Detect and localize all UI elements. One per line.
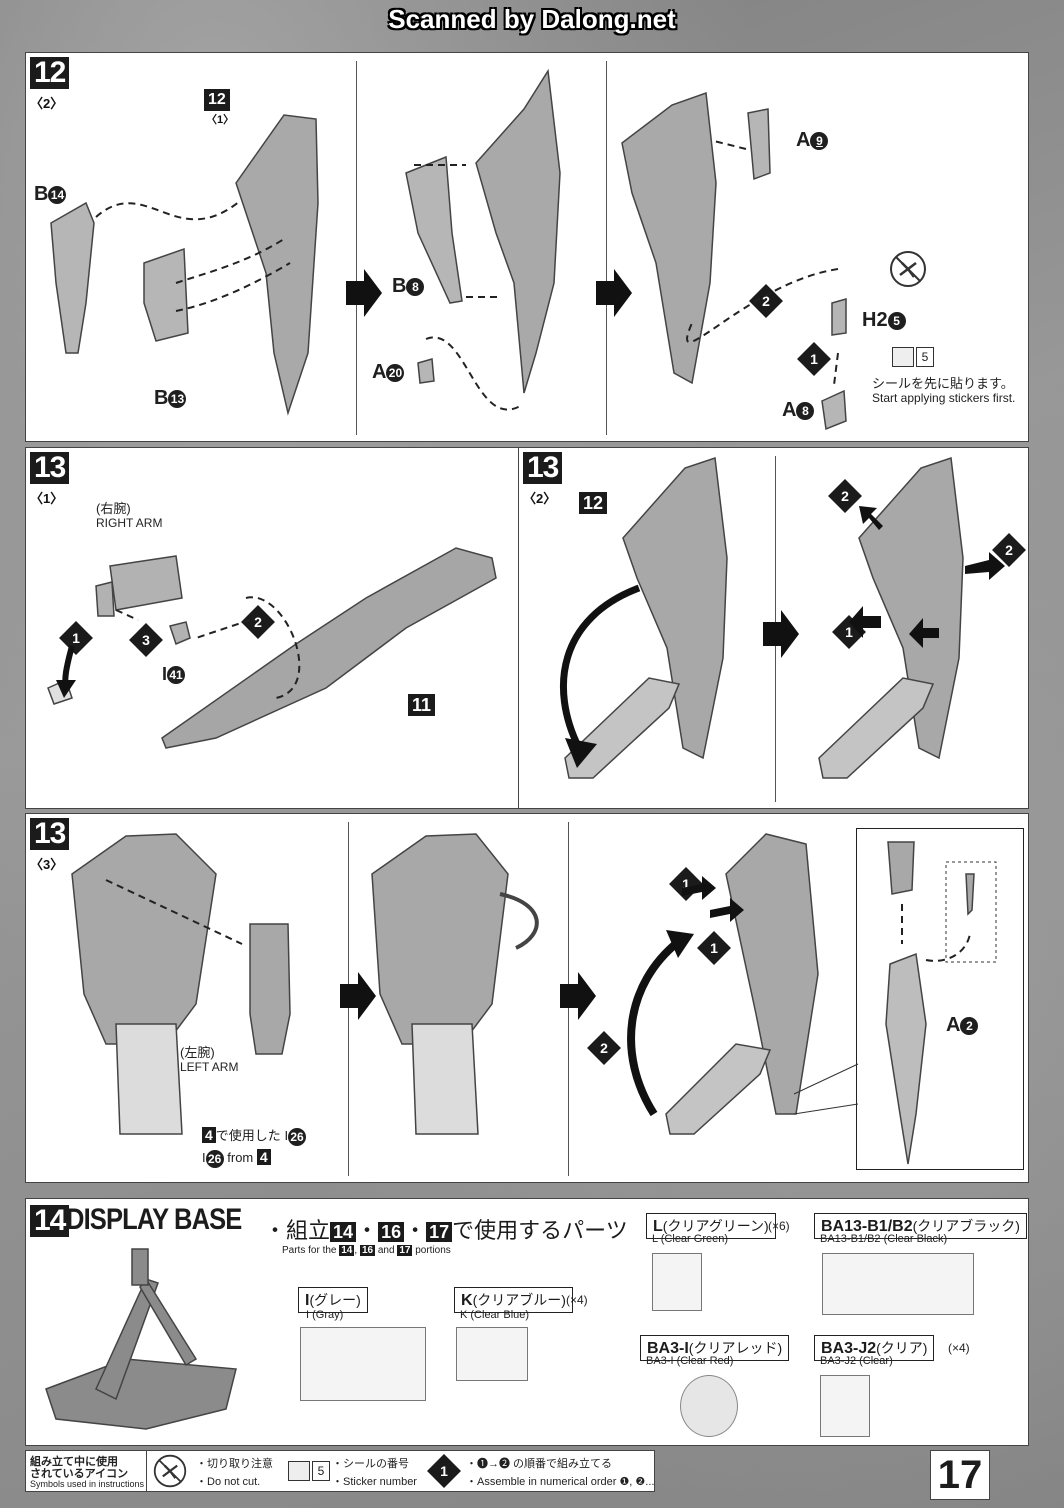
box-11: 11 — [408, 694, 436, 716]
step-number: 13 — [30, 452, 70, 484]
right-arm-en: RIGHT ARM — [96, 516, 163, 530]
sticker-note-jp: シールを先に貼ります。 — [872, 376, 1014, 391]
box-12: 12 — [579, 492, 608, 514]
step-substep: 〈2〉 — [523, 491, 557, 506]
legend-sticker-jp: ・シールの番号 — [332, 1458, 409, 1470]
page-number: 17 — [930, 1450, 990, 1500]
step-14-title: DISPLAY BASE — [66, 1203, 242, 1236]
runner-ba3i-image — [680, 1375, 738, 1437]
sticker-number-box: 5 — [916, 347, 934, 367]
illustration-step12 — [50, 68, 847, 431]
runner-ba3j2-qty: (×4) — [948, 1341, 970, 1355]
sticker-note-en: Start applying stickers first. — [872, 391, 1016, 405]
step-substep: 〈1〉 — [30, 491, 64, 506]
runner-l-label: L(クリアグリーン) — [646, 1213, 776, 1239]
icon-legend: 組み立て中に使用 されているアイコン Symbols used in instr… — [25, 1450, 655, 1492]
left-arm-en: LEFT ARM — [180, 1060, 239, 1074]
divider — [606, 61, 607, 435]
runner-k-en: K (Clear Blue) — [460, 1309, 530, 1321]
watermark: Scanned by Dalong.net — [388, 4, 676, 34]
legend-sticker-en: ・Sticker number — [332, 1476, 417, 1488]
runner-l-image — [652, 1253, 702, 1311]
runner-ba3i-label: BA3-I(クリアレッド) — [640, 1335, 790, 1361]
sticker-icon — [892, 347, 914, 367]
runner-ba3j2-image — [820, 1375, 870, 1437]
runner-k-label: K(クリアブルー) — [454, 1287, 573, 1313]
runner-k-qty: (×4) — [566, 1293, 588, 1307]
inset-substep: 〈1〉 — [206, 114, 235, 126]
runner-ba3j2-label: BA3-J2(クリア) — [814, 1335, 935, 1361]
step-substep: 〈2〉 — [30, 96, 64, 111]
right-arm-jp: (右腕) — [96, 501, 131, 516]
inset-step-box: 12 — [204, 89, 230, 111]
runner-ba13-label: BA13-B1/B2(クリアブラック) — [814, 1213, 1027, 1239]
runner-i-label: I(グレー) — [298, 1287, 368, 1313]
step-number: 13 — [523, 452, 563, 484]
step-number: 13 — [30, 818, 70, 850]
legend-sticker-icon — [288, 1461, 310, 1481]
do-not-cut-legend-icon — [152, 1453, 188, 1494]
runner-i-en: I (Gray) — [306, 1309, 344, 1321]
legend-order-badge: 1 — [427, 1454, 461, 1488]
runner-i-image — [300, 1327, 426, 1401]
do-not-cut-icon — [888, 249, 928, 294]
legend-title: 組み立て中に使用 されているアイコン Symbols used in instr… — [26, 1451, 147, 1491]
step-13-2-panel: 13 〈2〉 12 2 2 1 1 — [518, 447, 1029, 809]
left-arm-jp: (左腕) — [180, 1045, 215, 1060]
divider — [356, 61, 357, 435]
step-substep: 〈3〉 — [30, 857, 64, 872]
runner-ba13-image — [822, 1253, 974, 1315]
runner-k-image — [456, 1327, 528, 1381]
runner-l-qty: (×6) — [768, 1219, 790, 1233]
legend-sticker-num: 5 — [312, 1461, 330, 1481]
runner-ba3i-en: BA3-I (Clear Red) — [646, 1355, 734, 1367]
legend-cut-jp: ・切り取り注意 — [196, 1458, 273, 1470]
illustration-step13-2 — [559, 456, 1005, 779]
parts-subtitle-en: Parts for the 14, 16 and 17 portions — [282, 1245, 451, 1256]
runner-ba3j2-en: BA3-J2 (Clear) — [820, 1355, 893, 1367]
display-base-illustration — [45, 1248, 237, 1430]
illustration-step13-3 — [71, 833, 997, 1165]
runner-ba13-en: BA13-B1/B2 (Clear Black) — [820, 1233, 948, 1245]
legend-order-jp: ・❶→❷ の順番で組み立てる — [466, 1458, 613, 1470]
legend-cut-en: ・Do not cut. — [196, 1476, 261, 1488]
runner-l-en: L (Clear Green) — [652, 1233, 729, 1245]
detail-inset — [856, 828, 1024, 1170]
illustration-step13-1 — [47, 547, 497, 749]
step-number: 14 — [30, 1205, 70, 1237]
step-number: 12 — [30, 57, 70, 89]
legend-order-en: ・Assemble in numerical order ❶, ❷... — [466, 1476, 655, 1488]
